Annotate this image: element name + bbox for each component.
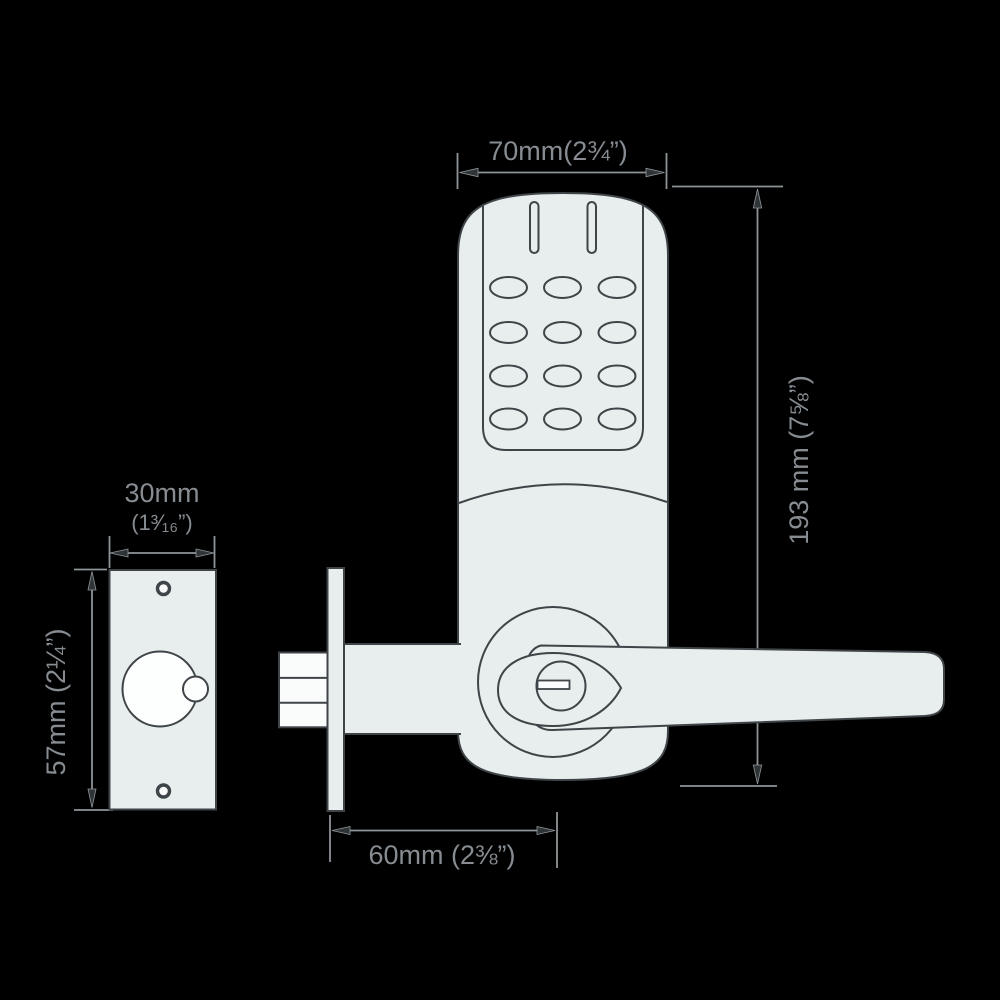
spindle-shaft bbox=[278, 651, 329, 729]
keypad-buttons bbox=[489, 276, 637, 431]
dimension-label-body-width: 70mm(2¾”) bbox=[488, 136, 628, 166]
arrow-down-icon bbox=[87, 788, 97, 808]
spindle-assembly bbox=[278, 567, 461, 812]
arrow-right-icon bbox=[536, 826, 556, 835]
arrow-up-icon bbox=[87, 571, 97, 591]
keypad-button bbox=[543, 364, 582, 388]
keypad-button bbox=[597, 276, 637, 299]
arrow-up-icon bbox=[752, 188, 763, 209]
lever-group bbox=[477, 606, 945, 758]
dimension-body-height: 193 mm (7⅝”) bbox=[672, 185, 814, 787]
dimension-label-plate-width-inch: (1³⁄₁₆”) bbox=[131, 510, 193, 535]
keypad-button bbox=[597, 364, 637, 388]
arrow-right-icon bbox=[645, 167, 665, 178]
keypad-button bbox=[543, 276, 582, 299]
keypad-button bbox=[543, 407, 582, 431]
dimension-plate-height: 57mm (2¼”) bbox=[41, 568, 113, 811]
arrow-left-icon bbox=[331, 826, 351, 835]
screw-hole-icon bbox=[155, 580, 172, 597]
keypad-button bbox=[597, 407, 637, 431]
dimension-body-width: 70mm(2¾”) bbox=[456, 136, 668, 189]
arrow-left-icon bbox=[109, 548, 129, 558]
latch-hole bbox=[182, 675, 209, 703]
dimension-label-backset: 60mm (2⅜”) bbox=[368, 840, 515, 870]
dimension-label-body-height: 193 mm (7⅝”) bbox=[784, 375, 814, 545]
keypad-button bbox=[489, 364, 528, 388]
keyway-slot bbox=[536, 679, 571, 690]
speaker-slot-icon bbox=[529, 201, 540, 254]
keypad-button bbox=[489, 321, 528, 344]
housing-seam bbox=[458, 483, 668, 504]
dimension-plate-width: 30mm (1³⁄₁₆”) bbox=[108, 478, 216, 568]
dimension-label-plate-height: 57mm (2¼”) bbox=[41, 628, 71, 775]
keypad-panel bbox=[482, 206, 644, 451]
keypad-button bbox=[489, 276, 528, 299]
keypad-button bbox=[489, 407, 528, 431]
back-plate-group bbox=[108, 569, 217, 811]
keypad-button bbox=[543, 321, 582, 344]
dimension-label-plate-width-mm: 30mm bbox=[124, 478, 199, 508]
spindle-boss bbox=[343, 643, 461, 735]
arrow-right-icon bbox=[195, 548, 215, 558]
keypad-button bbox=[597, 321, 637, 344]
speaker-slot-icon bbox=[586, 201, 597, 254]
dimension-backset: 60mm (2⅜”) bbox=[329, 812, 558, 870]
arrow-left-icon bbox=[459, 167, 479, 178]
mounting-plate bbox=[326, 567, 345, 812]
screw-hole-icon bbox=[155, 783, 172, 799]
arrow-down-icon bbox=[752, 764, 763, 785]
